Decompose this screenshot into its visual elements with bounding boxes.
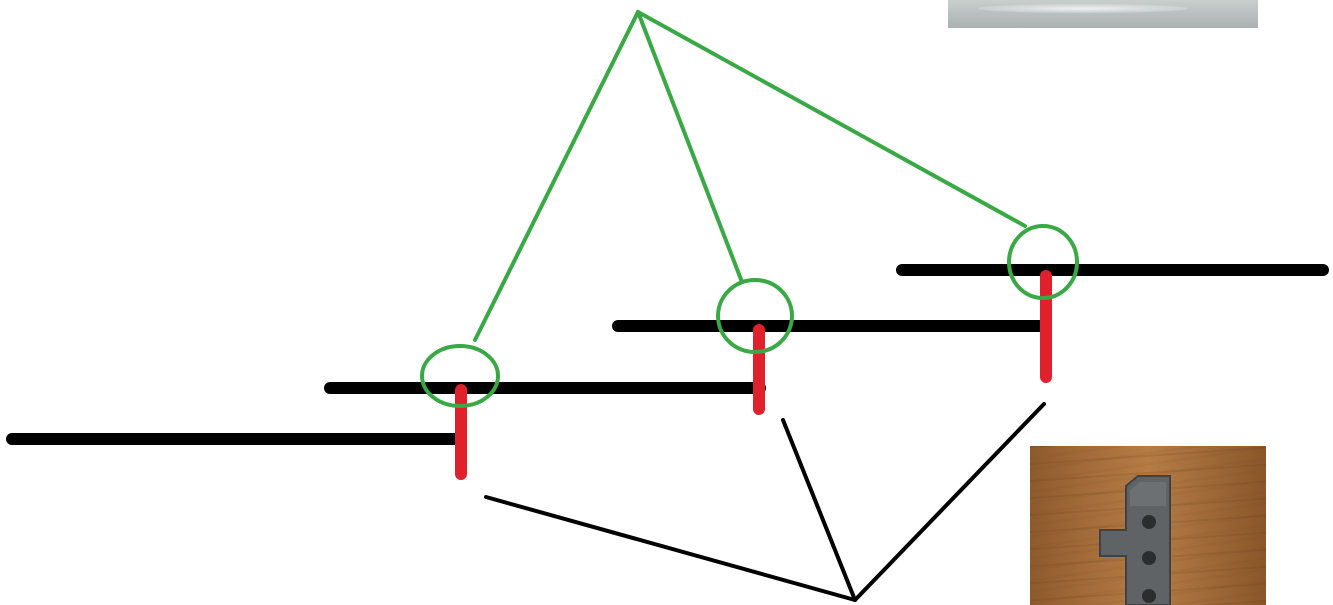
pointer-line-1 bbox=[473, 10, 640, 342]
leader-line-2 bbox=[781, 418, 857, 602]
step-lines bbox=[6, 264, 1329, 445]
highlight-circles bbox=[420, 224, 1079, 408]
step-risers bbox=[455, 270, 1052, 480]
photo-highlight bbox=[978, 4, 1188, 13]
leader-line-3 bbox=[853, 402, 1046, 602]
highlight-circle-3 bbox=[1007, 224, 1079, 300]
leader-line-1 bbox=[484, 495, 857, 602]
pointer-line-3 bbox=[636, 10, 1027, 228]
pointer-line-2 bbox=[636, 10, 744, 284]
highlight-circle-1 bbox=[420, 344, 500, 408]
top-photo bbox=[948, 0, 1258, 28]
highlight-circle-2 bbox=[716, 278, 794, 354]
bracket-part bbox=[1099, 475, 1171, 605]
bottom-photo bbox=[1030, 446, 1266, 605]
riser-leaders bbox=[484, 402, 1046, 602]
highlight-pointers bbox=[473, 10, 1027, 342]
